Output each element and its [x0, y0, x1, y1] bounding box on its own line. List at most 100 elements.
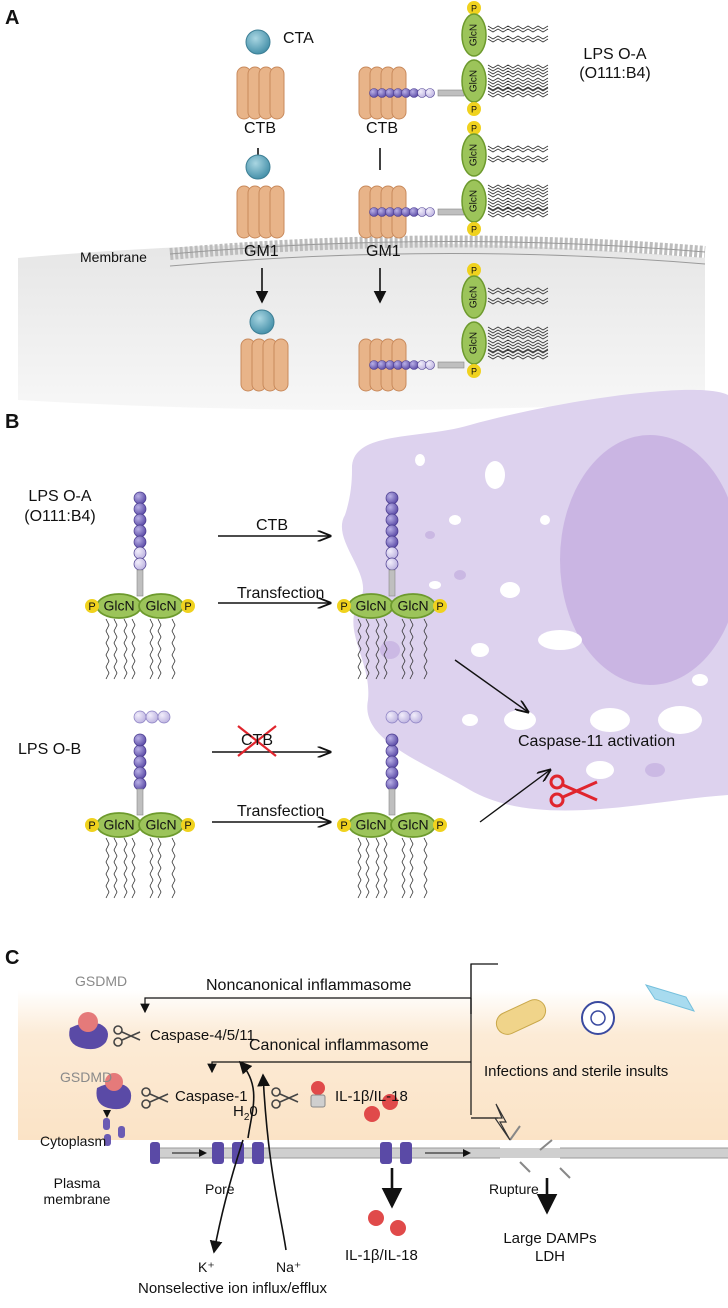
phosphate-label: P: [471, 104, 477, 114]
acyl-chain: [487, 290, 549, 295]
oantigen-bead: [377, 88, 387, 98]
oantigen-chain-a3: [369, 360, 435, 370]
acyl-chain: [131, 837, 136, 899]
oantigen-bead: [385, 744, 399, 758]
glcn-label: GlcN: [469, 144, 480, 166]
oantigen-bead: [133, 546, 147, 560]
lps-oa-line1: LPS O-A: [583, 46, 647, 63]
acyl-chain: [487, 348, 549, 353]
acyl-chain: [423, 837, 428, 899]
phosphate: [433, 599, 447, 613]
water-influx-arrow: [238, 1060, 255, 1139]
oantigen-bead: [385, 777, 399, 791]
oantigen-bead: [133, 513, 147, 527]
phosphate-label: P: [471, 366, 477, 376]
acyl-chain: [487, 207, 549, 212]
phosphate: [85, 599, 99, 613]
oantigen-bead: [385, 207, 395, 217]
oantigen-bead: [385, 755, 399, 769]
ctb-label-left: CTB: [244, 120, 276, 137]
phosphate-label: P: [88, 820, 95, 832]
ldh: LDH: [534, 1248, 565, 1265]
glcn-label: GlcN: [469, 190, 480, 212]
phosphate: [467, 222, 481, 236]
oantigen-bead: [377, 207, 387, 217]
glcn-label: GlcN: [145, 598, 176, 614]
acyl-chain: [105, 618, 110, 680]
oantigen-bead: [385, 557, 399, 571]
il1b-il18-label-top: IL-1β/IL-18: [335, 1088, 408, 1105]
oantigen-bead: [133, 777, 147, 791]
oantigen-bead: [133, 535, 147, 549]
mature-il1b: [364, 1094, 406, 1236]
acyl-chain: [157, 618, 162, 680]
phosphate-label: P: [471, 123, 477, 133]
oantigen-bead: [385, 733, 399, 747]
acyl-chain: [487, 352, 549, 357]
acyl-chain: [487, 339, 549, 344]
oantigen-bead: [133, 557, 147, 571]
phosphate: [433, 818, 447, 832]
ruptured-membrane: [509, 1125, 571, 1179]
glcn-label: GlcN: [469, 24, 480, 46]
oantigen-bead: [401, 88, 411, 98]
acyl-chain: [123, 837, 128, 899]
gsdmd-label-top: GSDMD: [75, 973, 128, 989]
ctb-subunit: [269, 185, 285, 239]
glcn-sugar: [461, 275, 487, 319]
large-damps: Large DAMPs: [503, 1230, 597, 1247]
acyl-chain: [487, 64, 549, 69]
caspase-4-5-11-label: Caspase-4/5/11: [150, 1027, 255, 1044]
acyl-chain: [401, 618, 406, 680]
glcn-label: GlcN: [103, 817, 134, 833]
lps-oa-line2: (O111:B4): [579, 65, 651, 82]
h2o-sub: 2: [243, 1112, 250, 1123]
oantigen-chain-a1: [369, 88, 435, 98]
activation-arrow-bottom: [479, 770, 550, 823]
oantigen-bead: [417, 207, 427, 217]
acyl-chain: [357, 837, 362, 899]
phosphate-label: P: [340, 820, 347, 832]
transfection-label-top: Transfection: [237, 585, 325, 602]
panel-a-letter: A: [5, 7, 20, 29]
plasma-line1: Plasma: [53, 1175, 101, 1191]
glcn-sugar: [461, 133, 487, 177]
acyl-chain: [487, 190, 549, 195]
acyl-chain: [113, 618, 118, 680]
panel-b-graphics: [212, 389, 728, 823]
scissors-icon-noncanonical: [113, 1025, 141, 1047]
panel-c-graphics: [18, 963, 728, 1254]
oantigen-bead: [425, 88, 435, 98]
lps-oa-label-a: LPS O-A (O111:B4): [565, 47, 665, 82]
glcn-label: GlcN: [103, 598, 134, 614]
acyl-chain: [487, 93, 549, 98]
plasma-line2: membrane: [43, 1191, 111, 1207]
acyl-chain: [487, 210, 549, 215]
phosphate: [467, 121, 481, 135]
oantigen-bead: [385, 524, 399, 538]
acyl-chain: [487, 335, 549, 340]
oantigen-bead: [417, 360, 427, 370]
acyl-chain: [487, 332, 549, 337]
glcn-label: GlcN: [145, 817, 176, 833]
acyl-chain: [487, 297, 549, 302]
noncanonical-label: Noncanonical inflammasome: [206, 977, 412, 994]
acyl-chain: [487, 73, 549, 78]
phosphate: [467, 364, 481, 378]
oantigen-bead: [385, 502, 399, 516]
acyl-chain: [113, 837, 118, 899]
phosphate: [337, 818, 351, 832]
rupture-label: Rupture: [489, 1181, 539, 1197]
cta-label: CTA: [283, 30, 314, 47]
gsdmd-n-fragments: [103, 1118, 125, 1146]
acyl-chain: [487, 38, 549, 43]
oantigen-bead: [397, 710, 411, 724]
virus-icon: [581, 1001, 615, 1035]
acyl-chain: [487, 90, 549, 95]
phosphate-label: P: [340, 601, 347, 613]
